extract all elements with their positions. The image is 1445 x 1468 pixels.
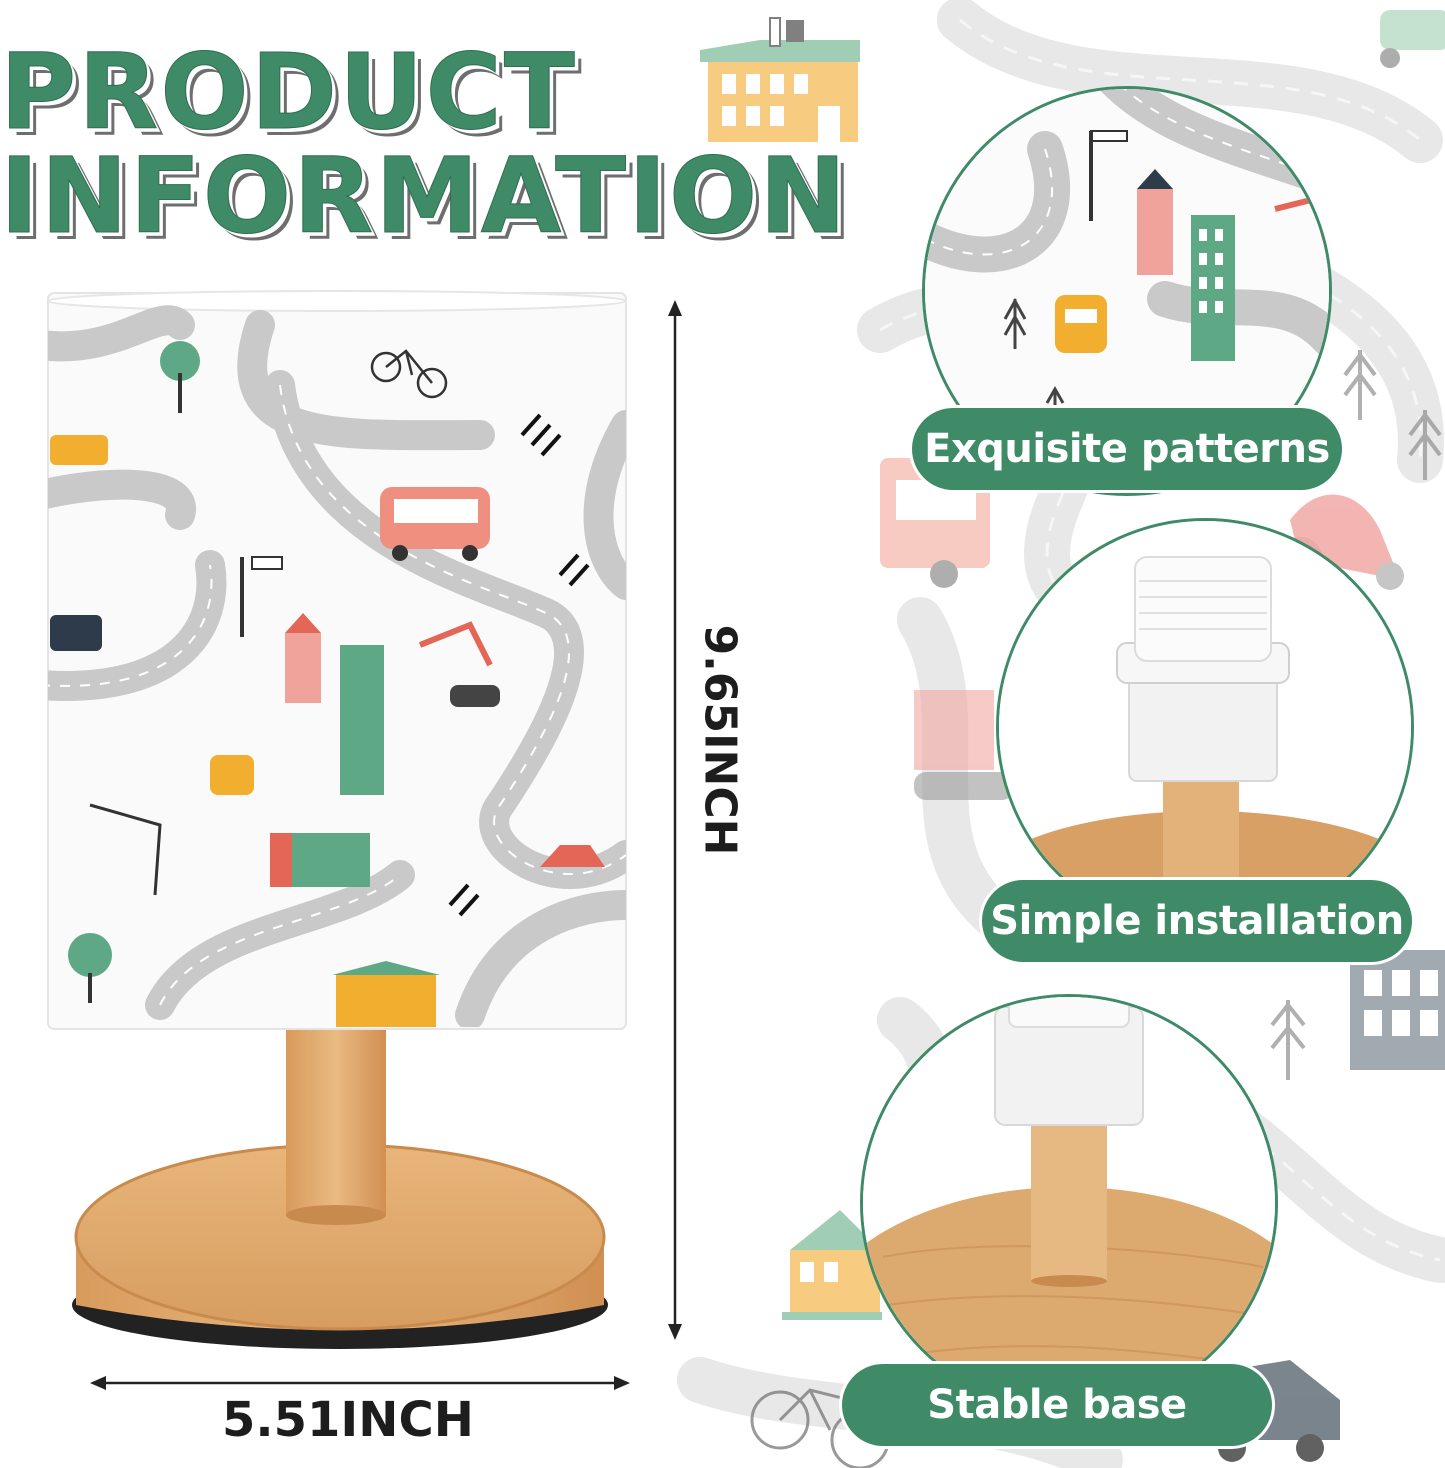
title-line-2: INFORMATION bbox=[0, 135, 849, 257]
wooden-base bbox=[72, 1143, 608, 1349]
base-closeup bbox=[863, 997, 1275, 1409]
width-dimension-arrow bbox=[90, 1376, 630, 1390]
green-car-illustration bbox=[1380, 10, 1445, 68]
tree-illustrations bbox=[1270, 350, 1442, 1080]
yellow-house-illustration bbox=[782, 1210, 882, 1320]
lamp-illustration bbox=[47, 290, 627, 1349]
height-dimension-label: 9.65INCH bbox=[694, 624, 746, 856]
truck-illustration bbox=[914, 690, 1014, 800]
feature-badge-base: Stable base bbox=[842, 1364, 1272, 1446]
base-detail-image bbox=[860, 994, 1278, 1412]
width-dimension-label: 5.51INCH bbox=[222, 1392, 474, 1448]
installation-detail-image bbox=[996, 518, 1414, 936]
building-illustration bbox=[700, 17, 860, 142]
lamp-shade bbox=[47, 290, 627, 1030]
socket-closeup bbox=[999, 521, 1411, 933]
wooden-stem bbox=[286, 1025, 386, 1225]
feature-badge-installation: Simple installation bbox=[982, 880, 1412, 962]
feature-badge-patterns: Exquisite patterns bbox=[912, 408, 1342, 490]
gray-building-illustration bbox=[1350, 950, 1445, 1070]
height-dimension-arrow bbox=[668, 300, 682, 1340]
title-line-1: PRODUCT bbox=[0, 31, 577, 153]
